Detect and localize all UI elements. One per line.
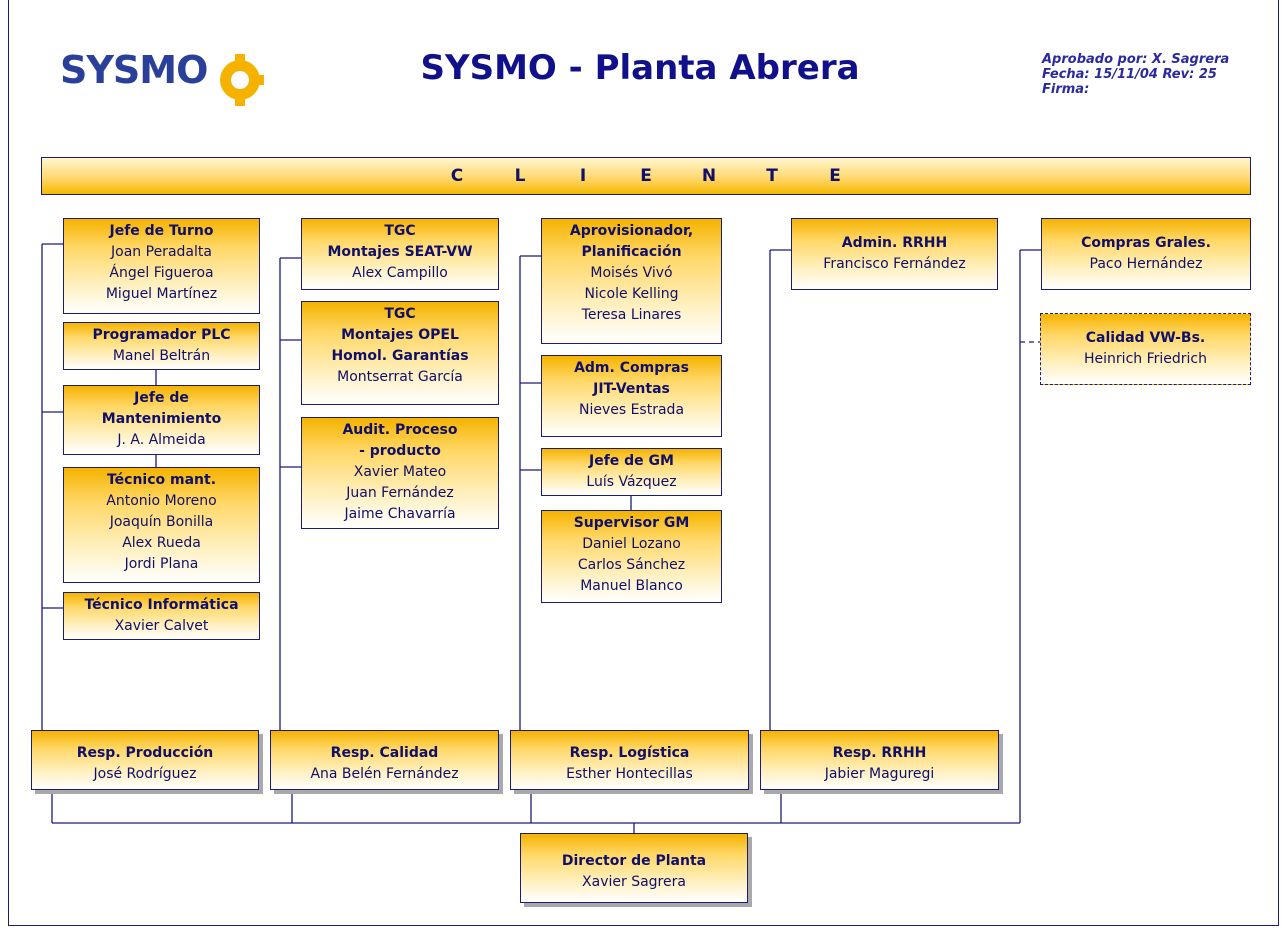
box-person: Juan Fernández: [346, 485, 454, 501]
cliente-letter: L: [514, 166, 526, 186]
box-person: Luís Vázquez: [586, 474, 677, 490]
box-person: Alex Rueda: [122, 535, 201, 551]
box-title: Programador PLC: [92, 327, 231, 343]
box-person: Teresa Linares: [581, 307, 682, 323]
box-audit-proceso: Audit. Proceso - producto Xavier Mateo J…: [301, 417, 499, 529]
box-title: Resp. Logística: [569, 745, 690, 761]
box-person: Montserrat García: [337, 369, 463, 385]
box-supervisor-gm: Supervisor GM Daniel Lozano Carlos Sánch…: [541, 510, 722, 603]
box-programador-plc: Programador PLC Manel Beltrán: [63, 322, 260, 370]
approval-block: Aprobado por: X. Sagrera Fecha: 15/11/04…: [1042, 52, 1229, 97]
box-title: Homol. Garantías: [331, 348, 469, 364]
cliente-letter: E: [829, 166, 841, 186]
sysmo-logo: SYSMO: [60, 42, 270, 112]
box-person: Antonio Moreno: [106, 493, 217, 509]
box-jefe-mantenimiento: Jefe de Mantenimiento J. A. Almeida: [63, 385, 260, 455]
box-person: Nieves Estrada: [578, 402, 685, 418]
box-person: Manel Beltrán: [112, 348, 211, 364]
box-title: Calidad VW-Bs.: [1085, 330, 1206, 346]
cliente-letter: C: [450, 166, 464, 186]
box-title: Técnico Informática: [84, 597, 239, 613]
box-title: JIT-Ventas: [593, 381, 670, 397]
box-person: Ana Belén Fernández: [310, 766, 459, 782]
box-person: Jaime Chavarría: [344, 506, 456, 522]
box-person: Moisés Vivó: [590, 265, 673, 281]
approval-date: Fecha: 15/11/04 Rev: 25: [1042, 67, 1217, 82]
box-person: J. A. Almeida: [117, 432, 206, 448]
box-calidad-vw: Calidad VW-Bs. Heinrich Friedrich: [1040, 313, 1251, 385]
box-person: Xavier Mateo: [353, 464, 447, 480]
box-person: Esther Hontecillas: [566, 766, 693, 782]
box-title: Jefe de GM: [589, 453, 674, 469]
box-person: José Rodríguez: [93, 766, 197, 782]
approval-by: Aprobado por: X. Sagrera: [1042, 52, 1230, 67]
box-title: Admin. RRHH: [841, 235, 948, 251]
box-adm-compras: Adm. Compras JIT-Ventas Nieves Estrada: [541, 355, 722, 437]
box-title: - producto: [359, 443, 441, 459]
box-director-planta: Director de Planta Xavier Sagrera: [520, 833, 748, 903]
box-person: Daniel Lozano: [582, 536, 681, 552]
page-title: SYSMO - Planta Abrera: [420, 48, 860, 88]
box-person: Manuel Blanco: [580, 578, 683, 594]
cliente-letter: T: [766, 166, 778, 186]
box-title: TGC: [384, 223, 416, 239]
box-title: Jefe de: [134, 390, 189, 406]
box-compras-grales: Compras Grales. Paco Hernández: [1041, 218, 1251, 290]
box-title: Audit. Proceso: [342, 422, 458, 438]
logo-text: SYSMO: [60, 48, 208, 92]
box-tecnico-mant: Técnico mant. Antonio Moreno Joaquín Bon…: [63, 467, 260, 583]
box-person: Joan Peradalta: [111, 244, 212, 260]
box-person: Xavier Sagrera: [582, 874, 686, 890]
box-resp-produccion: Resp. Producción José Rodríguez: [31, 730, 259, 790]
box-person: Nicole Kelling: [584, 286, 679, 302]
box-tecnico-informatica: Técnico Informática Xavier Calvet: [63, 592, 260, 640]
box-person: Alex Campillo: [352, 265, 448, 281]
box-person: Jordi Plana: [124, 556, 199, 572]
box-title: Director de Planta: [561, 853, 707, 869]
box-person: Heinrich Friedrich: [1084, 351, 1207, 367]
box-resp-calidad: Resp. Calidad Ana Belén Fernández: [270, 730, 499, 790]
approval-signature: Firma:: [1042, 82, 1090, 97]
box-title: Supervisor GM: [573, 515, 690, 531]
box-person: Xavier Calvet: [114, 618, 209, 634]
box-tgc-seat: TGC Montajes SEAT-VW Alex Campillo: [301, 218, 499, 290]
box-person: Francisco Fernández: [823, 256, 966, 272]
box-title: TGC: [384, 306, 416, 322]
box-person: Ángel Figueroa: [109, 265, 214, 281]
cliente-letter: E: [640, 166, 652, 186]
box-resp-logistica: Resp. Logística Esther Hontecillas: [510, 730, 749, 790]
cliente-banner: C L I E N T E: [41, 157, 1251, 195]
box-person: Paco Hernández: [1089, 256, 1203, 272]
box-tgc-opel: TGC Montajes OPEL Homol. Garantías Monts…: [301, 301, 499, 405]
cliente-letter: I: [579, 166, 587, 186]
box-title: Montajes OPEL: [341, 327, 459, 343]
box-person: Joaquín Bonilla: [109, 514, 214, 530]
box-title: Jefe de Turno: [109, 223, 214, 239]
cliente-letter: N: [701, 166, 717, 186]
box-title: Mantenimiento: [101, 411, 222, 427]
page-frame: [8, 0, 1279, 926]
box-title: Aprovisionador,: [569, 223, 694, 239]
box-person: Miguel Martínez: [105, 286, 218, 302]
box-aprovisionador: Aprovisionador, Planificación Moisés Viv…: [541, 218, 722, 344]
box-title: Resp. Producción: [76, 745, 214, 761]
box-person: Carlos Sánchez: [577, 557, 686, 573]
box-resp-rrhh: Resp. RRHH Jabier Maguregi: [760, 730, 999, 790]
box-admin-rrhh: Admin. RRHH Francisco Fernández: [791, 218, 998, 290]
box-title: Resp. RRHH: [832, 745, 927, 761]
box-jefe-turno: Jefe de Turno Joan Peradalta Ángel Figue…: [63, 218, 260, 314]
box-title: Planificación: [581, 244, 682, 260]
box-jefe-gm: Jefe de GM Luís Vázquez: [541, 448, 722, 496]
box-title: Montajes SEAT-VW: [327, 244, 473, 260]
box-title: Técnico mant.: [106, 472, 217, 488]
box-title: Compras Grales.: [1081, 235, 1211, 251]
box-title: Resp. Calidad: [330, 745, 439, 761]
box-title: Adm. Compras: [574, 360, 689, 376]
box-person: Jabier Maguregi: [824, 766, 935, 782]
